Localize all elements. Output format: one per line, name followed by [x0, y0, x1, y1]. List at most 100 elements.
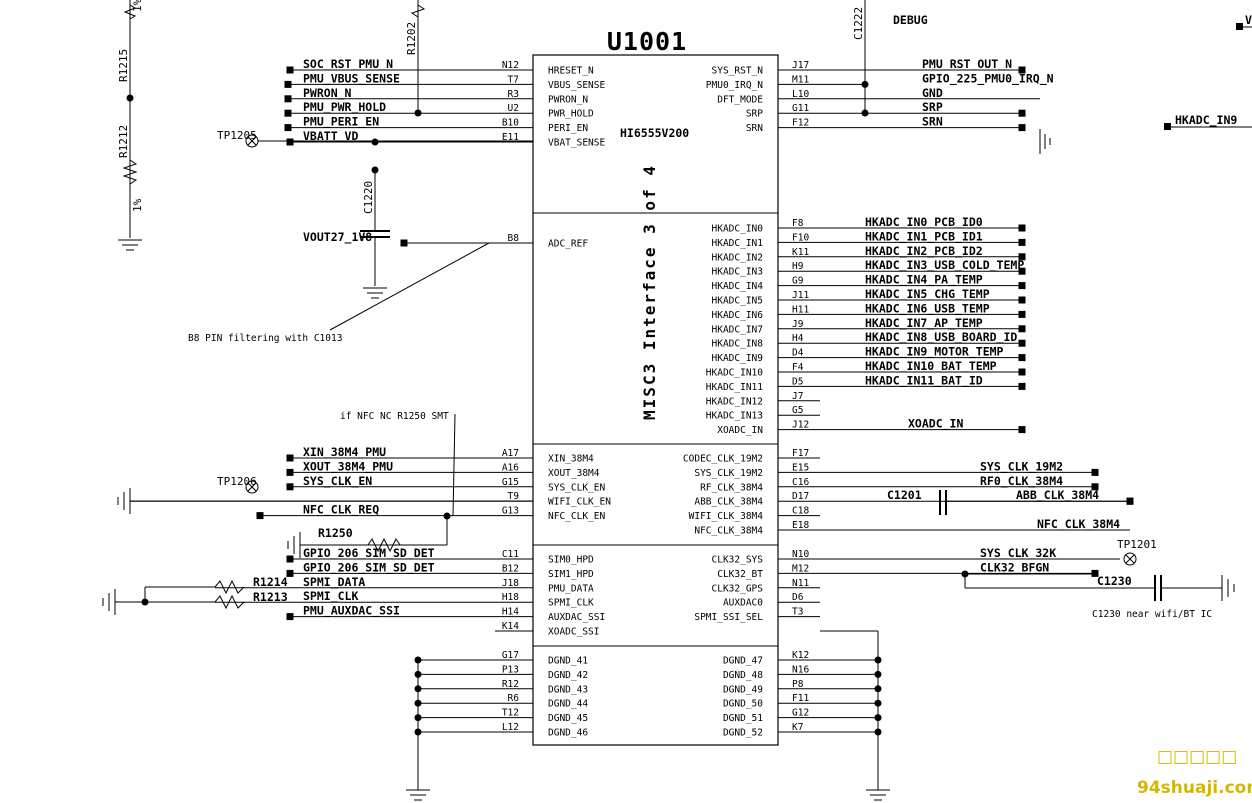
pin-number-f11: F11 — [792, 693, 809, 704]
watermark-url: 94shuaji.com — [1137, 778, 1252, 798]
pin-number-j9: J9 — [792, 319, 804, 330]
pin-number-a16: A16 — [502, 462, 519, 473]
pin-number-k11: K11 — [792, 247, 809, 258]
net-label-g15: SYS_CLK_EN — [303, 474, 372, 489]
net-label-m11: GPIO_225_PMU0_IRQ_N — [922, 71, 1054, 86]
r1215-tolerance: 1% — [131, 0, 144, 12]
net-label-d17: ABB_CLK_38M4 — [1016, 488, 1099, 503]
tp1201-test-point[interactable] — [1123, 552, 1137, 566]
net-port-b12[interactable] — [286, 569, 294, 577]
pin-number-m11: M11 — [792, 74, 809, 85]
r1214-resistor — [214, 579, 245, 595]
pin-label-f10: HKADC_IN1 — [712, 238, 764, 249]
net-port-h14[interactable] — [286, 613, 294, 621]
pin-label-l12: DGND_46 — [548, 728, 588, 739]
pin-label-e11: VBAT_SENSE — [548, 138, 605, 149]
net-label-c16: RF0_CLK_38M4 — [980, 474, 1063, 489]
pin-label-p8: DGND_49 — [723, 684, 763, 695]
net-port-m12[interactable] — [1091, 569, 1099, 577]
net-label-e18: NFC_CLK_38M4 — [1037, 517, 1120, 532]
net-port-f4[interactable] — [1018, 368, 1026, 376]
pin-number-e18: E18 — [792, 520, 809, 531]
net-port-j11[interactable] — [1018, 296, 1026, 304]
pin-number-g11: G11 — [792, 103, 809, 114]
net-port-h9[interactable] — [1018, 267, 1026, 275]
pin-number-h18: H18 — [502, 592, 519, 603]
net-port-d5[interactable] — [1018, 382, 1026, 390]
net-label-e11: VBATT_VD — [303, 129, 358, 144]
pin-number-n16: N16 — [792, 664, 809, 675]
r1250-resistor — [367, 537, 401, 553]
net-port-r3[interactable] — [284, 95, 292, 103]
net-port-u2[interactable] — [284, 109, 292, 117]
net-port-b10[interactable] — [284, 124, 292, 132]
v-ext-net: V — [1245, 13, 1252, 27]
pin-label-u2: PWR_HOLD — [548, 109, 594, 120]
pin-label-t7: VBUS_SENSE — [548, 80, 605, 91]
pin-label-t3: SPMI_SSI_SEL — [694, 612, 763, 623]
pin-number-h11: H11 — [792, 304, 809, 315]
net-port-a16[interactable] — [286, 468, 294, 476]
pin-number-f17: F17 — [792, 448, 809, 459]
pins-layer: HRESET_NN12SOC_RST_PMU_NVBUS_SENSET7PMU_… — [130, 57, 1134, 739]
net-port-n12[interactable] — [286, 66, 294, 74]
net-port-c11[interactable] — [286, 555, 294, 563]
chip-part: HI6555V200 — [620, 126, 689, 140]
refdes-r1202: R1202 — [405, 22, 418, 55]
net-label-k11: HKADC_IN2_PCB_ID2 — [865, 244, 983, 259]
net-label-f4: HKADC_IN10_BAT_TEMP — [865, 359, 997, 374]
refdes-c1220: C1220 — [362, 181, 375, 214]
pin-number-e11: E11 — [502, 132, 519, 143]
net-port-h4[interactable] — [1018, 339, 1026, 347]
net-port-j17[interactable] — [1018, 66, 1026, 74]
pin-label-p13: DGND_42 — [548, 670, 588, 681]
net-label-h14: PMU_AUXDAC_SSI — [303, 604, 400, 619]
net-port-a17[interactable] — [286, 454, 294, 462]
net-port-t7[interactable] — [284, 80, 292, 88]
net-port-g9[interactable] — [1018, 282, 1026, 290]
c1230-note: C1230 near wifi/BT IC — [1092, 609, 1212, 620]
pin-label-d6: AUXDAC0 — [723, 598, 763, 609]
net-port-g13[interactable] — [256, 512, 264, 520]
pin-label-c18: WIFI_CLK_38M4 — [689, 511, 764, 522]
tp1205-test-point[interactable] — [245, 134, 259, 148]
external-wiring — [102, 0, 1252, 801]
pin-number-g9: G9 — [792, 276, 804, 287]
net-label-u2: PMU_PWR_HOLD — [303, 100, 386, 115]
net-port-g15[interactable] — [286, 483, 294, 491]
pin-number-g15: G15 — [502, 477, 519, 488]
net-port-f8[interactable] — [1018, 224, 1026, 232]
net-label-h11: HKADC_IN6_USB_TEMP — [865, 301, 990, 316]
pin-number-j17: J17 — [792, 60, 809, 71]
tp1206-test-point[interactable] — [245, 480, 259, 494]
pin-label-g11: SRP — [746, 109, 763, 120]
net-port-c16[interactable] — [1091, 483, 1099, 491]
net-port-f12[interactable] — [1018, 124, 1026, 132]
pin-label-f12: SRN — [746, 123, 763, 134]
pin-number-f10: F10 — [792, 232, 809, 243]
net-port-h11[interactable] — [1018, 310, 1026, 318]
pin-label-g9: HKADC_IN4 — [712, 281, 764, 292]
refdes-tp1205: TP1205 — [217, 129, 257, 142]
pin-label-h4: HKADC_IN8 — [712, 339, 764, 350]
pin-number-b10: B10 — [502, 118, 519, 129]
net-port-b8[interactable] — [400, 239, 408, 247]
pin-label-d4: HKADC_IN9 — [712, 353, 764, 364]
net-port-j12[interactable] — [1018, 426, 1026, 434]
net-port-j9[interactable] — [1018, 325, 1026, 333]
net-port-d4[interactable] — [1018, 354, 1026, 362]
net-label-b12: GPIO_206_SIM_SD_DET — [303, 560, 435, 575]
net-port-e11[interactable] — [286, 138, 294, 146]
r1213-resistor — [214, 594, 245, 610]
pin-label-n16: DGND_48 — [723, 670, 763, 681]
pin-label-g17: DGND_41 — [548, 656, 588, 667]
net-port-g11[interactable] — [1018, 109, 1026, 117]
pin-number-h4: H4 — [792, 333, 804, 344]
net-port-k11[interactable] — [1018, 253, 1026, 261]
hkadc-in9-ext-net: HKADC_IN9 — [1175, 113, 1237, 128]
net-port-e15[interactable] — [1091, 468, 1099, 476]
pin-label-g5: HKADC_IN13 — [706, 411, 763, 422]
net-port-f10[interactable] — [1018, 238, 1026, 246]
net-port-abb-clk-ext[interactable] — [1126, 497, 1134, 505]
